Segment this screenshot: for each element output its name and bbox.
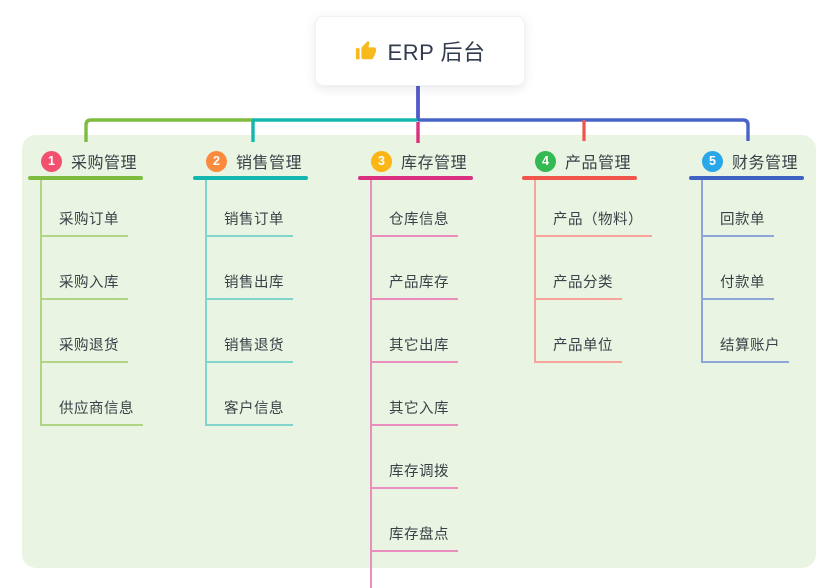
child-node[interactable]: 其它出库 <box>372 300 458 363</box>
child-node[interactable]: 采购订单 <box>42 180 128 237</box>
branch-label: 财务管理 <box>732 155 799 172</box>
branch-header[interactable]: 3 库存管理 <box>358 149 473 173</box>
branch-underline <box>358 176 473 180</box>
child-node[interactable]: 产品分类 <box>536 237 622 300</box>
child-node[interactable]: 供应商信息 <box>42 363 143 426</box>
branch-number-badge: 5 <box>702 150 723 172</box>
branch-header[interactable]: 1 采购管理 <box>28 149 143 173</box>
branch-children: 采购订单采购入库采购退货供应商信息 <box>40 179 143 426</box>
branch-node-5[interactable]: 5 财务管理回款单付款单结算账户 <box>689 149 804 363</box>
child-node[interactable]: 产品单位 <box>536 300 622 363</box>
branch-header[interactable]: 4 产品管理 <box>522 149 652 173</box>
child-node[interactable]: 其它入库 <box>372 363 458 426</box>
branch-label: 产品管理 <box>565 155 632 172</box>
child-node[interactable]: 付款单 <box>703 237 774 300</box>
child-node[interactable]: 客户信息 <box>207 363 293 426</box>
child-node[interactable]: 库存盘点 <box>372 489 458 552</box>
branch-header[interactable]: 2 销售管理 <box>193 149 308 173</box>
branch-node-3[interactable]: 3 库存管理仓库信息产品库存其它出库其它入库库存调拨库存盘点出库库明细 <box>358 149 473 588</box>
branch-label: 销售管理 <box>236 155 303 172</box>
child-node[interactable]: 采购退货 <box>42 300 128 363</box>
branch-number-badge: 3 <box>371 150 392 172</box>
child-node[interactable]: 销售订单 <box>207 180 293 237</box>
child-node[interactable]: 产品库存 <box>372 237 458 300</box>
child-node[interactable]: 销售出库 <box>207 237 293 300</box>
branch-children: 产品（物料）产品分类产品单位 <box>534 179 652 363</box>
child-node[interactable]: 回款单 <box>703 180 774 237</box>
branch-label: 采购管理 <box>71 155 138 172</box>
root-node-label: ERP 后台 <box>387 40 486 65</box>
child-node[interactable]: 销售退货 <box>207 300 293 363</box>
branch-number-badge: 2 <box>206 150 227 172</box>
branch-children: 仓库信息产品库存其它出库其它入库库存调拨库存盘点出库库明细 <box>370 179 473 588</box>
branch-node-4[interactable]: 4 产品管理产品（物料）产品分类产品单位 <box>522 149 652 363</box>
branch-underline <box>28 176 143 180</box>
branch-label: 库存管理 <box>401 155 468 172</box>
child-node[interactable]: 采购入库 <box>42 237 128 300</box>
branch-number-badge: 1 <box>41 150 62 172</box>
branch-header[interactable]: 5 财务管理 <box>689 149 804 173</box>
branch-underline <box>193 176 308 180</box>
branch-node-1[interactable]: 1 采购管理采购订单采购入库采购退货供应商信息 <box>28 149 143 426</box>
branch-underline <box>689 176 804 180</box>
child-node[interactable]: 库存调拨 <box>372 426 458 489</box>
child-node[interactable]: 仓库信息 <box>372 180 458 237</box>
branch-node-2[interactable]: 2 销售管理销售订单销售出库销售退货客户信息 <box>193 149 308 426</box>
root-node[interactable]: ERP 后台 <box>315 16 525 86</box>
child-node[interactable]: 结算账户 <box>703 300 789 363</box>
branch-children: 销售订单销售出库销售退货客户信息 <box>205 179 308 426</box>
branch-number-badge: 4 <box>535 150 556 172</box>
thumbs-up-icon <box>355 40 376 60</box>
mindmap-panel <box>22 135 816 568</box>
branch-children: 回款单付款单结算账户 <box>701 179 804 363</box>
child-node[interactable]: 产品（物料） <box>536 180 652 237</box>
child-node[interactable]: 出库库明细 <box>372 552 473 588</box>
branch-underline <box>522 176 637 180</box>
